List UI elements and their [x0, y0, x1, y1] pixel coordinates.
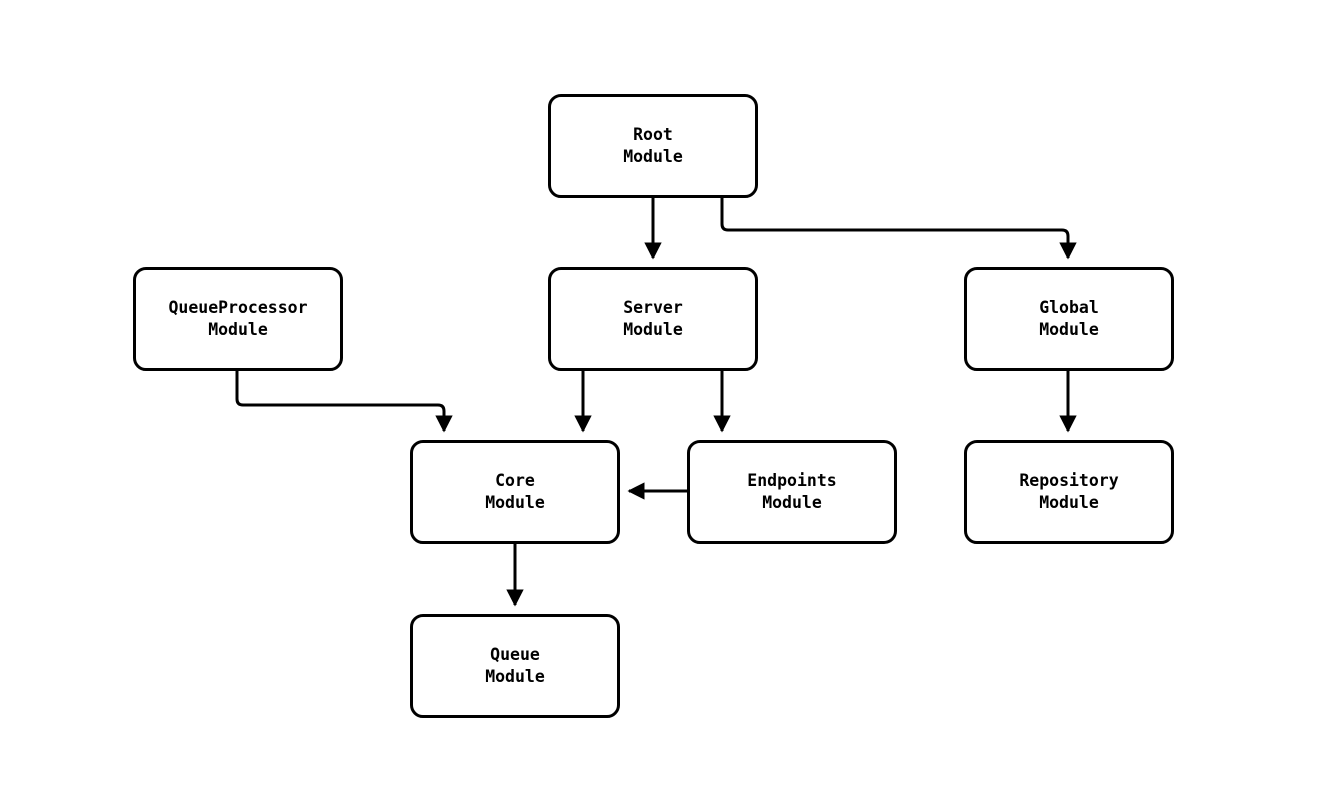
node-repository-module-line1: Repository — [1019, 471, 1119, 490]
node-global-module-line2: Module — [1039, 320, 1099, 339]
node-queueprocessor-module-line2: Module — [208, 320, 268, 339]
node-repository-module-line2: Module — [1039, 493, 1099, 512]
node-endpoints-module-line2: Module — [762, 493, 822, 512]
node-server-module[interactable]: Server Module — [548, 267, 758, 371]
node-root-module-line2: Module — [623, 147, 683, 166]
node-root-module-line1: Root — [633, 125, 673, 144]
node-global-module-line1: Global — [1039, 298, 1099, 317]
node-queue-module[interactable]: Queue Module — [410, 614, 620, 718]
edge-queueprocessor-to-core — [235, 371, 453, 433]
node-core-module[interactable]: Core Module — [410, 440, 620, 544]
node-server-module-line2: Module — [623, 320, 683, 339]
node-core-module-line2: Module — [485, 493, 545, 512]
node-queue-module-line2: Module — [485, 667, 545, 686]
node-repository-module[interactable]: Repository Module — [964, 440, 1174, 544]
node-root-module[interactable]: Root Module — [548, 94, 758, 198]
node-queue-module-line1: Queue — [490, 645, 540, 664]
edge-root-to-global — [720, 198, 1077, 260]
node-server-module-line1: Server — [623, 298, 683, 317]
node-queueprocessor-module[interactable]: QueueProcessor Module — [133, 267, 343, 371]
node-global-module[interactable]: Global Module — [964, 267, 1174, 371]
node-endpoints-module[interactable]: Endpoints Module — [687, 440, 897, 544]
node-queueprocessor-module-line1: QueueProcessor — [168, 298, 308, 317]
node-endpoints-module-line1: Endpoints — [747, 471, 837, 490]
node-core-module-line1: Core — [495, 471, 535, 490]
